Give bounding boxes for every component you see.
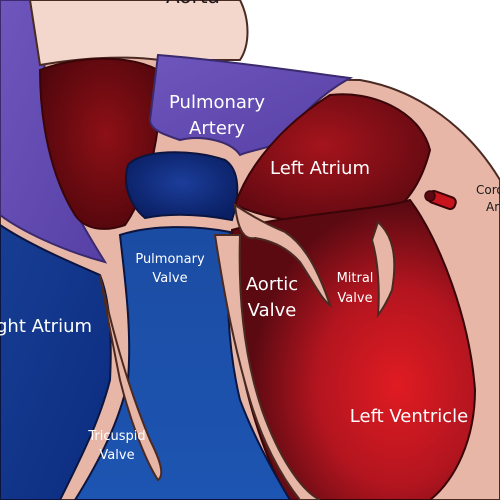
label-pulmonary-artery-1: Pulmonary — [169, 92, 265, 113]
label-aortic-valve-2: Valve — [248, 300, 297, 321]
label-aortic-valve-1: Aortic — [246, 274, 298, 295]
pulmonary-trunk — [125, 151, 239, 222]
label-pulmonary-valve-1: Pulmonary — [135, 252, 205, 267]
label-pulmonary-artery-2: Artery — [189, 118, 245, 139]
label-coronary-2: Ar — [486, 200, 499, 214]
label-left-atrium: Left Atrium — [270, 158, 370, 179]
label-mitral-valve-2: Valve — [337, 291, 372, 306]
label-tricuspid-valve-1: Tricuspid — [87, 429, 145, 444]
aortic-valve-leaflets — [233, 202, 332, 308]
mitral-valve-leaflet — [370, 220, 396, 319]
label-right-atrium: ght Atrium — [0, 316, 92, 337]
right-ventricle — [73, 226, 292, 500]
coronary-artery — [424, 189, 457, 211]
label-tricuspid-valve-2: Valve — [99, 448, 134, 463]
label-coronary-1: Coro — [476, 183, 500, 197]
label-left-ventricle: Left Ventricle — [350, 406, 468, 427]
tricuspid-valve-leaflet — [99, 274, 163, 482]
label-pulmonary-valve-2: Valve — [152, 271, 187, 286]
aorta-arch — [28, 0, 249, 67]
label-aorta: Aorta — [166, 0, 220, 8]
label-mitral-valve-1: Mitral — [337, 271, 374, 286]
right-atrium — [0, 223, 112, 500]
